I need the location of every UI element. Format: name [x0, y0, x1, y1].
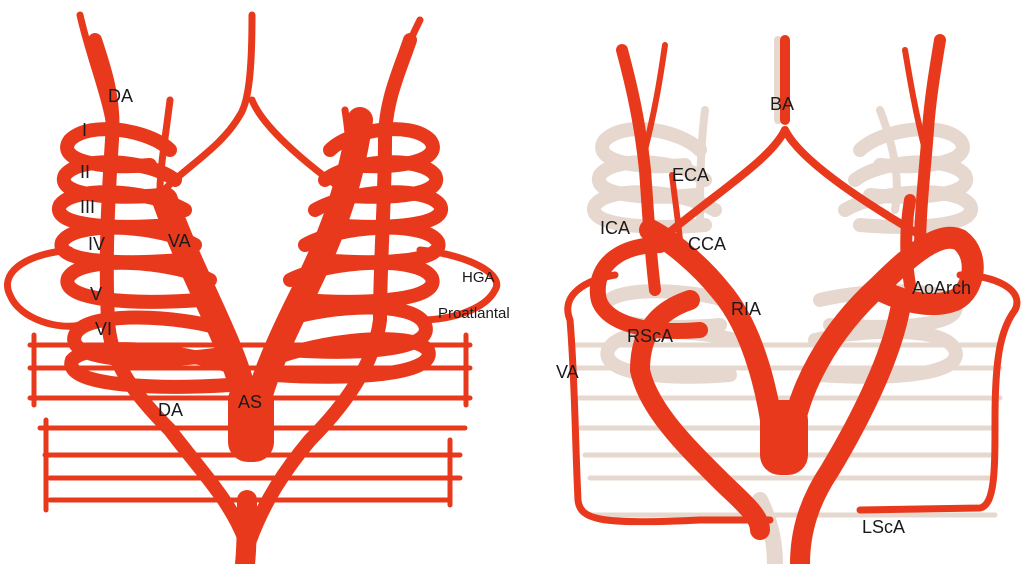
descending-aorta-left	[245, 500, 247, 564]
right-ascending-bulb	[760, 400, 808, 475]
label-ba: BA	[770, 94, 794, 114]
active-arteries	[568, 40, 1017, 564]
label-ica: ICA	[600, 218, 630, 238]
label-ria: RIA	[731, 299, 761, 319]
label-arch-3: III	[80, 197, 95, 217]
label-eca: ECA	[672, 165, 709, 185]
label-va-left: VA	[168, 231, 191, 251]
arches-right	[270, 129, 441, 377]
label-proatlantal: Proatlantal	[438, 305, 510, 322]
label-as: AS	[238, 392, 262, 412]
right-panel-adult	[568, 40, 1017, 564]
left-panel-embryonic	[8, 15, 497, 564]
label-hga: HGA	[462, 269, 495, 286]
label-cca: CCA	[688, 234, 726, 254]
label-lsca: LScA	[862, 517, 905, 537]
label-va-right: VA	[556, 362, 579, 382]
ica-left-base	[906, 200, 910, 285]
label-arch-1: I	[82, 120, 87, 140]
head-vessels-left	[160, 15, 252, 195]
label-da-bottom: DA	[158, 400, 183, 420]
label-arch-5: V	[90, 284, 102, 304]
label-arch-4: IV	[88, 234, 105, 254]
label-da-top: DA	[108, 86, 133, 106]
label-arch-6: VI	[95, 319, 112, 339]
label-rsca: RScA	[627, 326, 673, 346]
label-arch-2: II	[80, 162, 90, 182]
label-aoarch: AoArch	[912, 278, 971, 298]
